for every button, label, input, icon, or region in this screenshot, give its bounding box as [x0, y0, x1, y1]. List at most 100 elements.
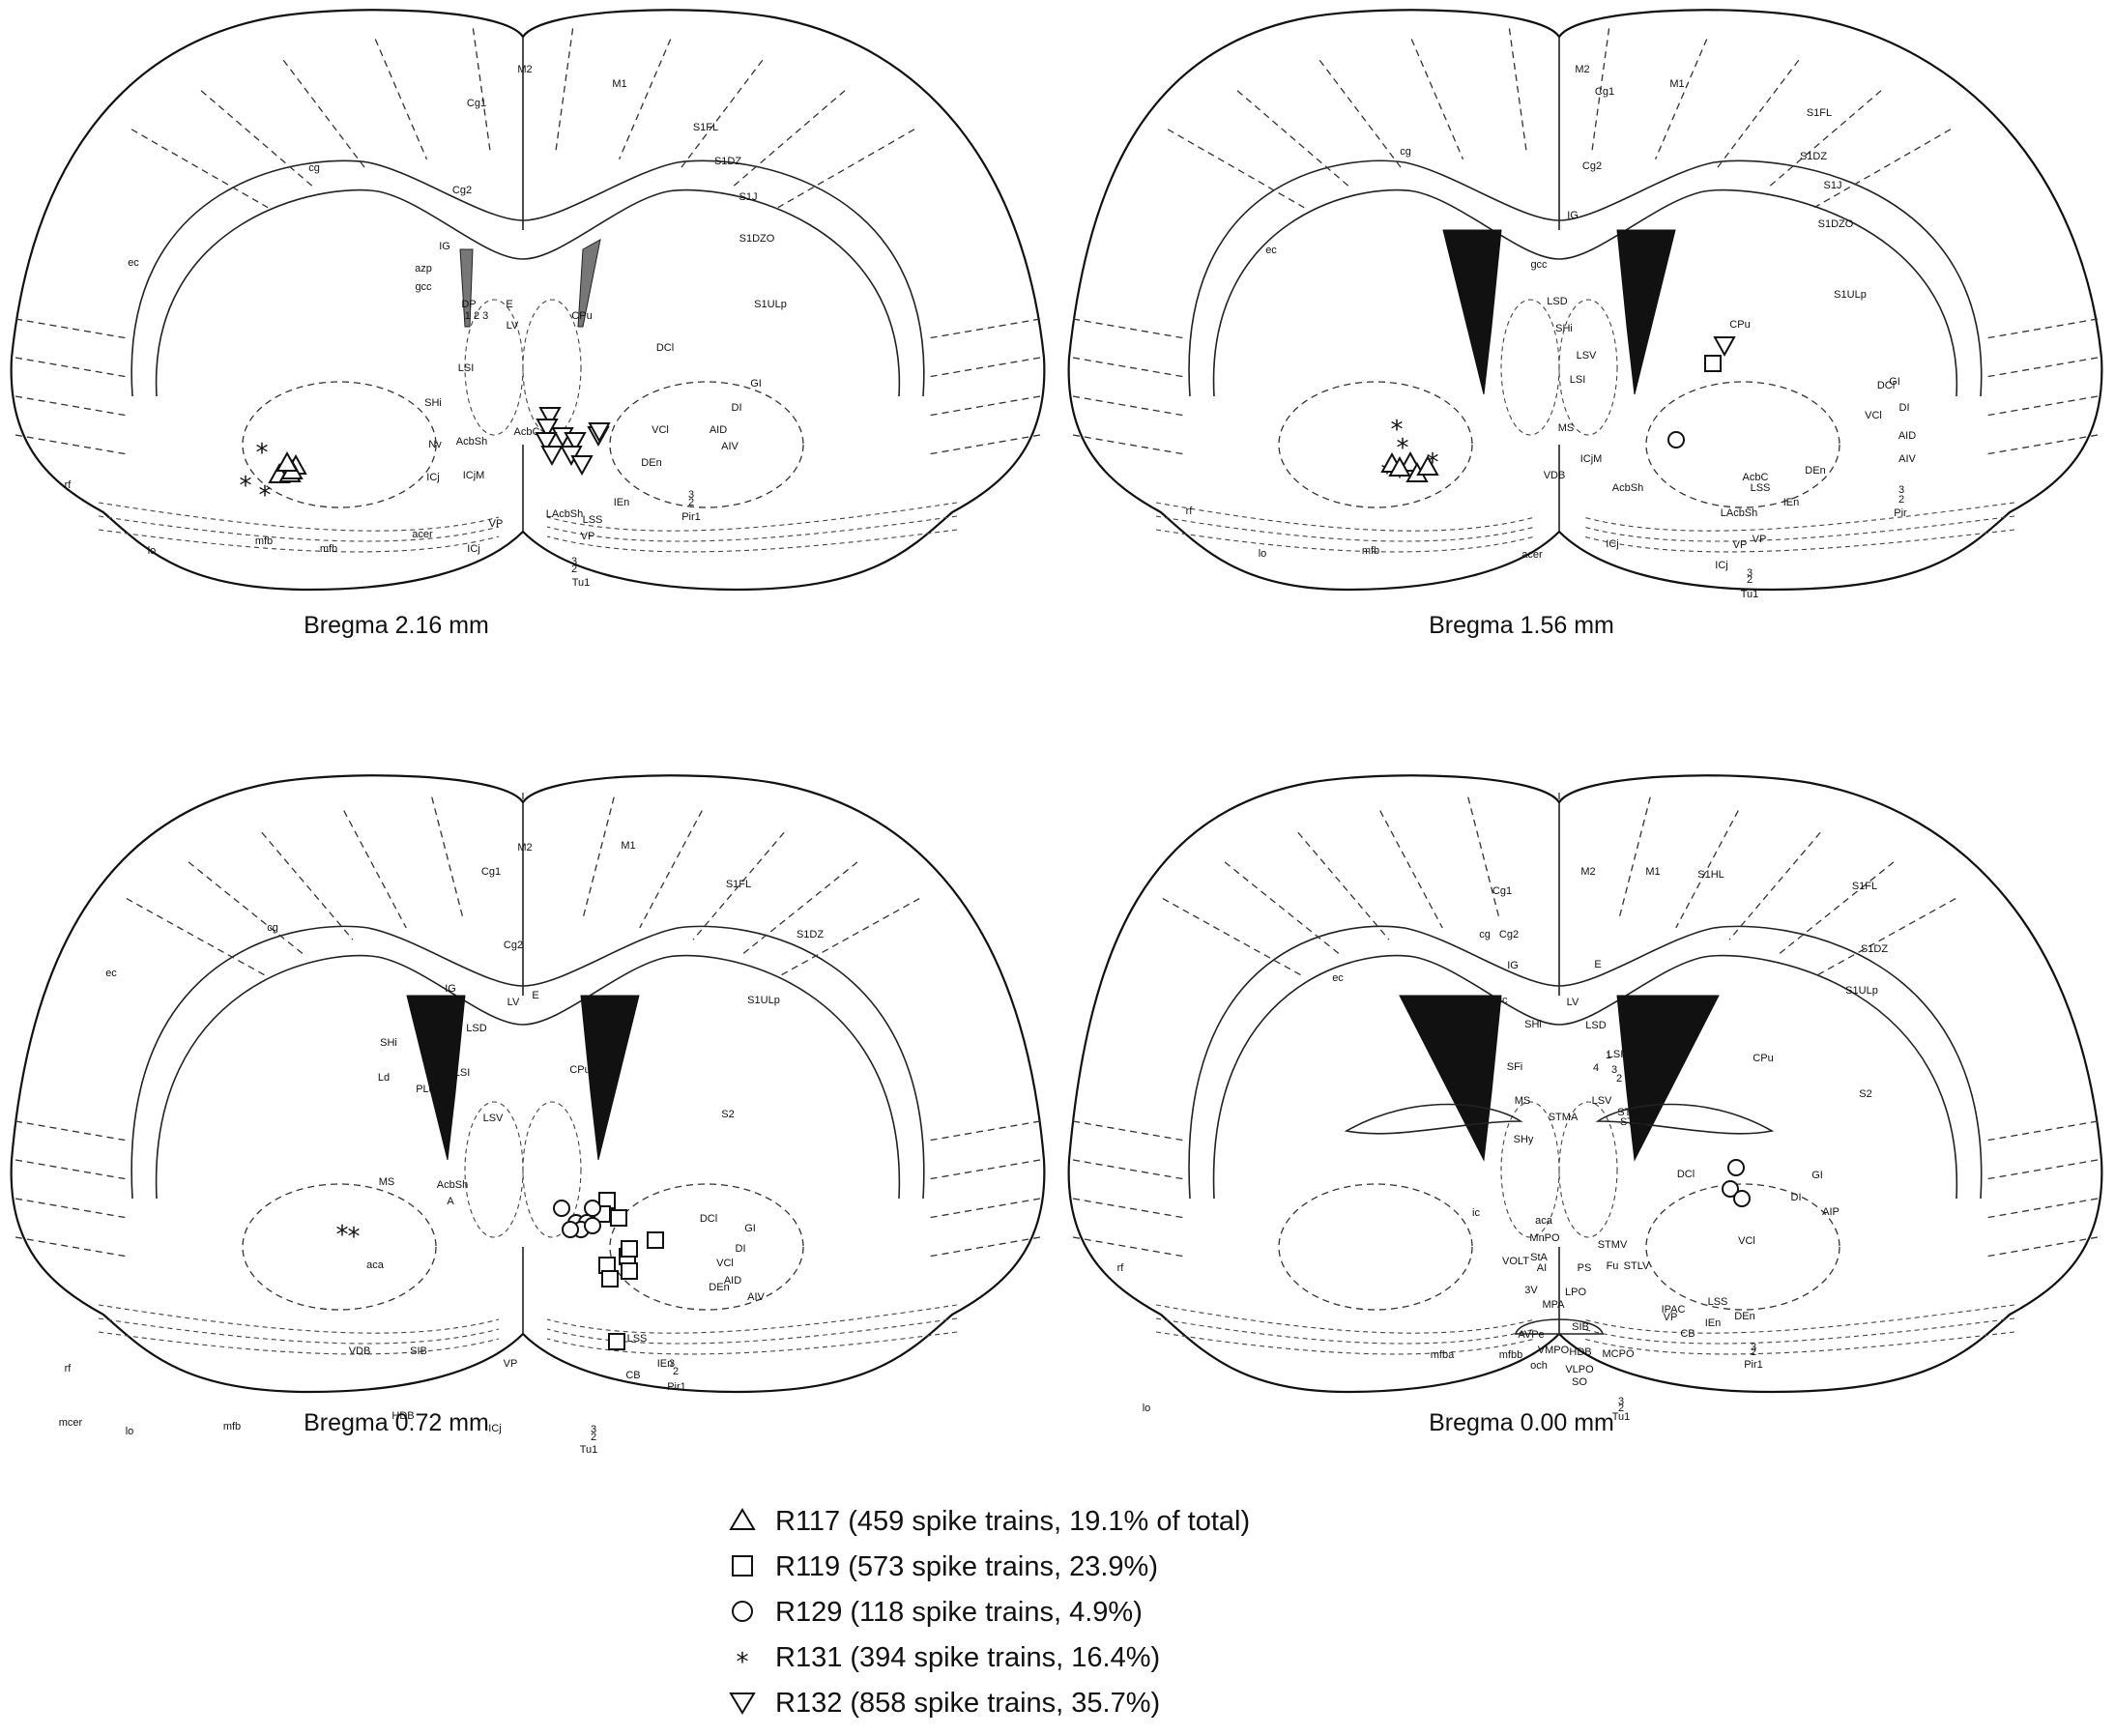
region-label: S1FL — [1807, 107, 1832, 119]
ventral-layer — [546, 1317, 958, 1345]
region-label: mcer — [59, 1417, 83, 1429]
external-capsule-outer — [130, 925, 925, 1200]
region-label: 3 — [1747, 567, 1753, 579]
striatum-right — [1645, 381, 1840, 508]
region-label: M1 — [621, 840, 635, 852]
region-label: DEn — [641, 457, 661, 469]
region-label: ICjM — [1580, 453, 1603, 465]
legend-circle-icon — [732, 1601, 753, 1622]
region-label: Cg2 — [504, 940, 523, 951]
region-label: LSS — [1751, 482, 1771, 494]
lateral-ventricle-left — [406, 995, 466, 1161]
region-label: lo — [1259, 548, 1267, 560]
cortical-boundary — [472, 28, 492, 154]
region-label: E — [1594, 959, 1601, 970]
region-label: LV — [507, 320, 519, 332]
lateral-ventricle-right — [1616, 995, 1720, 1162]
marker-square — [1704, 355, 1722, 372]
cortical-boundary — [1508, 28, 1528, 154]
cortical-boundary — [927, 434, 1041, 455]
region-label: PLd — [416, 1084, 435, 1095]
region-label: LSV — [1577, 350, 1597, 362]
region-label: E — [506, 299, 512, 310]
region-label: VP — [489, 518, 504, 530]
legend-item: *R131 (394 spike trains, 16.4%) — [737, 1642, 1161, 1677]
region-label: cg — [1479, 929, 1491, 940]
cortical-boundary — [14, 434, 129, 455]
region-label: ec — [1265, 245, 1277, 256]
region-label: CB — [1680, 1328, 1695, 1340]
marker-triangle-up — [275, 450, 299, 472]
region-labels: M2M1Cg1S1FLS1DZcgCg2S1JIGS1DZOecgccELSDL… — [1186, 64, 1917, 600]
region-label: IEn — [657, 1358, 674, 1370]
cortical-boundary — [777, 129, 915, 209]
region-label: VP — [504, 1358, 518, 1370]
ventral-layer — [1582, 502, 2015, 532]
region-label: 2 — [1616, 1073, 1622, 1085]
region-label: S1FL — [726, 879, 751, 890]
region-label: LSV — [1592, 1095, 1612, 1107]
region-label: DEn — [1805, 465, 1825, 477]
brain-outline — [10, 774, 1046, 1394]
region-label: SHy — [1514, 1134, 1534, 1145]
region-label: ICjM — [463, 470, 485, 481]
region-label: ICj — [426, 472, 439, 483]
region-label: Pir1 — [667, 1381, 686, 1393]
region-label: S2 — [1859, 1088, 1871, 1100]
region-label: IPAC — [1662, 1304, 1686, 1316]
region-label: LSI — [454, 1067, 471, 1079]
cortical-boundary — [1297, 831, 1390, 940]
marker-star: * — [348, 1223, 361, 1252]
region-label: LSI — [1570, 374, 1586, 386]
region-label: ic — [1472, 1207, 1480, 1219]
region-label: VCl — [716, 1258, 734, 1269]
panel-caption: Bregma 0.72 mm — [304, 1409, 489, 1436]
region-label: 1 — [1606, 1050, 1611, 1061]
region-label: DCl — [700, 1213, 717, 1225]
region-label: S1FL — [693, 122, 718, 133]
region-label: mfb — [320, 543, 337, 555]
septal-region-right — [522, 1101, 582, 1238]
region-label: DEn — [1734, 1311, 1754, 1322]
region-label: S1DZ — [1861, 943, 1888, 955]
cortical-boundary — [1072, 395, 1186, 417]
recording-markers: ** — [336, 1192, 664, 1350]
marker-triangle-down — [564, 432, 587, 453]
cortical-boundary — [678, 59, 764, 171]
region-label: cg — [267, 922, 278, 934]
panel-caption: Bregma 2.16 mm — [304, 612, 489, 639]
cortical-boundary — [1072, 1236, 1186, 1258]
marker-square — [621, 1240, 638, 1258]
septal-region-right — [1558, 1101, 1618, 1238]
cortical-boundary — [1985, 395, 2099, 417]
region-label: AIP — [1822, 1206, 1840, 1218]
cortical-boundary — [1318, 59, 1405, 171]
region-label: HDB — [1569, 1346, 1591, 1358]
region-label: 3 — [591, 1424, 596, 1435]
region-label: rf — [65, 479, 72, 491]
cortical-boundary — [1617, 796, 1651, 921]
striatum-right — [1645, 1183, 1840, 1311]
region-label: SFi — [1507, 1061, 1523, 1073]
marker-circle — [553, 1200, 570, 1217]
region-label: IG — [439, 241, 450, 252]
region-label: AI — [1537, 1262, 1547, 1274]
region-label: M2 — [517, 64, 532, 75]
region-label: acer — [412, 529, 433, 540]
region-label: AcbC — [514, 426, 540, 438]
region-label: IEn — [1705, 1317, 1722, 1329]
region-label: AcbC — [1743, 472, 1769, 483]
marker-triangle-down — [588, 422, 611, 444]
cortical-boundary — [927, 1236, 1041, 1258]
external-capsule-inner — [155, 954, 900, 1200]
panel-caption: Bregma 1.56 mm — [1429, 612, 1614, 639]
region-label: SHi — [1524, 1019, 1542, 1030]
cortical-boundary — [927, 318, 1041, 339]
anterior-commissure-right — [1595, 1103, 1775, 1135]
region-label: Pir1 — [1744, 1359, 1763, 1371]
marker-square — [610, 1209, 627, 1227]
marker-triangle-down — [570, 455, 594, 477]
recording-markers: *** — [240, 407, 611, 510]
region-label: mfbb — [1499, 1349, 1522, 1361]
